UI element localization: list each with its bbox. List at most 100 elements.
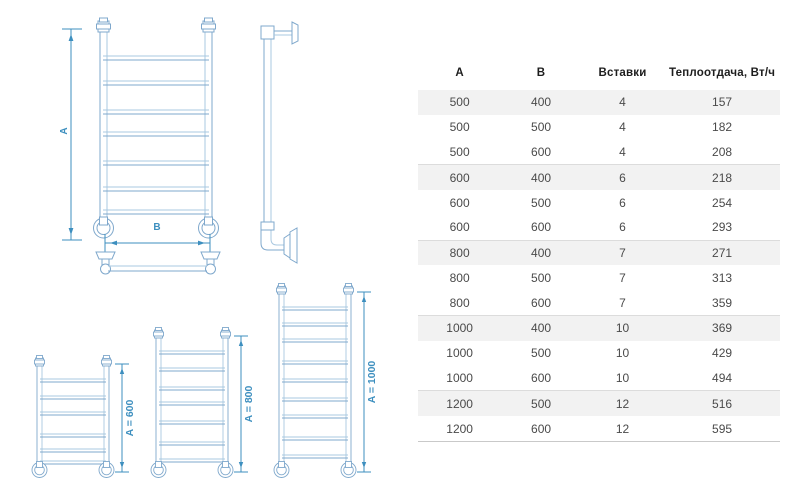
cell-a: 800 — [418, 290, 502, 317]
dimension-a-1000: A = 1000 — [357, 291, 378, 473]
cell-b: 500 — [531, 270, 552, 285]
bottom-cap-right — [198, 216, 219, 239]
column-header-b: В — [536, 67, 546, 79]
cell-b: 400 — [501, 90, 581, 115]
plan-bottom-view — [95, 251, 221, 275]
column-header-inserts: Вставки — [598, 67, 647, 79]
cell-b: 600 — [501, 139, 581, 166]
cell-b: 500 — [501, 390, 581, 417]
table-header-row: А В Вставки Теплоотдача, Вт/ч — [418, 60, 780, 90]
table-row: 800 500 7 313 — [418, 265, 780, 290]
cell-inserts: 4 — [580, 139, 665, 166]
cell-heat: 429 — [712, 346, 733, 361]
cell-a: 500 — [449, 120, 470, 135]
bottom-cap-left — [93, 216, 114, 239]
cell-a: 800 — [449, 270, 470, 285]
cell-a: 600 — [449, 195, 470, 210]
cell-b: 600 — [501, 416, 581, 442]
cell-heat: 369 — [664, 315, 780, 341]
table-row: 500 500 4 182 — [418, 115, 780, 140]
variant-600-label: A = 600 — [124, 400, 136, 437]
variant-drawing-800: A = 800 — [150, 327, 255, 478]
main-view-rungs — [103, 55, 209, 215]
cell-a: 800 — [418, 240, 502, 266]
cell-heat: 208 — [664, 139, 780, 166]
cell-b: 500 — [531, 195, 552, 210]
cell-inserts: 6 — [619, 195, 626, 210]
variant-1000-label: A = 1000 — [366, 361, 378, 404]
cell-a: 500 — [418, 90, 502, 115]
cell-inserts: 4 — [619, 120, 626, 135]
cell-heat: 313 — [712, 270, 733, 285]
cell-a: 1200 — [418, 416, 502, 442]
dimension-b-main: B — [104, 222, 211, 252]
cell-heat: 516 — [664, 390, 780, 417]
cell-heat: 293 — [664, 214, 780, 241]
drawing-canvas: A B — [31, 17, 378, 478]
main-front-view — [93, 17, 219, 239]
cell-b: 600 — [501, 290, 581, 317]
variant-800-label: A = 800 — [243, 386, 255, 423]
cell-b: 600 — [501, 365, 581, 392]
cell-a: 1200 — [418, 390, 502, 417]
column-header-a: А — [455, 67, 464, 79]
cell-heat: 595 — [664, 416, 780, 442]
table-header: А В Вставки Теплоотдача, Вт/ч — [418, 60, 780, 90]
technical-drawing-panel: A B — [31, 17, 378, 478]
cell-a: 500 — [418, 139, 502, 166]
cell-a: 1000 — [418, 365, 502, 392]
cell-inserts: 10 — [580, 365, 665, 392]
dimension-a-800: A = 800 — [234, 335, 255, 473]
cell-inserts: 7 — [580, 290, 665, 317]
cell-heat: 182 — [712, 120, 733, 135]
side-profile-view — [260, 21, 299, 264]
cell-heat: 494 — [664, 365, 780, 392]
cell-heat: 359 — [664, 290, 780, 317]
cell-a: 600 — [418, 214, 502, 241]
cell-b: 500 — [531, 346, 552, 361]
cell-inserts: 4 — [580, 90, 665, 115]
cell-b: 600 — [501, 214, 581, 241]
variant-drawing-1000: A = 1000 — [273, 283, 378, 478]
cell-inserts: 10 — [580, 315, 665, 341]
cell-b: 400 — [501, 164, 581, 191]
dimension-a-600: A = 600 — [115, 363, 136, 473]
column-header-heat: Теплоотдача, Вт/ч — [669, 67, 776, 79]
cell-heat: 157 — [664, 90, 780, 115]
cell-b: 500 — [531, 120, 552, 135]
cell-b: 400 — [501, 315, 581, 341]
cell-inserts: 12 — [580, 416, 665, 442]
dimension-a-main: A — [59, 28, 82, 241]
cell-inserts: 7 — [580, 240, 665, 266]
variant-drawing-600: A = 600 — [31, 355, 136, 478]
cell-inserts: 6 — [580, 214, 665, 241]
cell-inserts: 10 — [615, 346, 630, 361]
top-cap-left — [96, 17, 111, 33]
cell-a: 1000 — [418, 315, 502, 341]
dimension-b-label: B — [153, 222, 160, 233]
cell-heat: 218 — [664, 164, 780, 191]
cell-heat: 271 — [664, 240, 780, 266]
cell-inserts: 6 — [580, 164, 665, 191]
cell-inserts: 7 — [619, 270, 626, 285]
top-cap-right — [201, 17, 216, 33]
cell-inserts: 12 — [580, 390, 665, 417]
cell-b: 400 — [501, 240, 581, 266]
cell-a: 600 — [418, 164, 502, 191]
